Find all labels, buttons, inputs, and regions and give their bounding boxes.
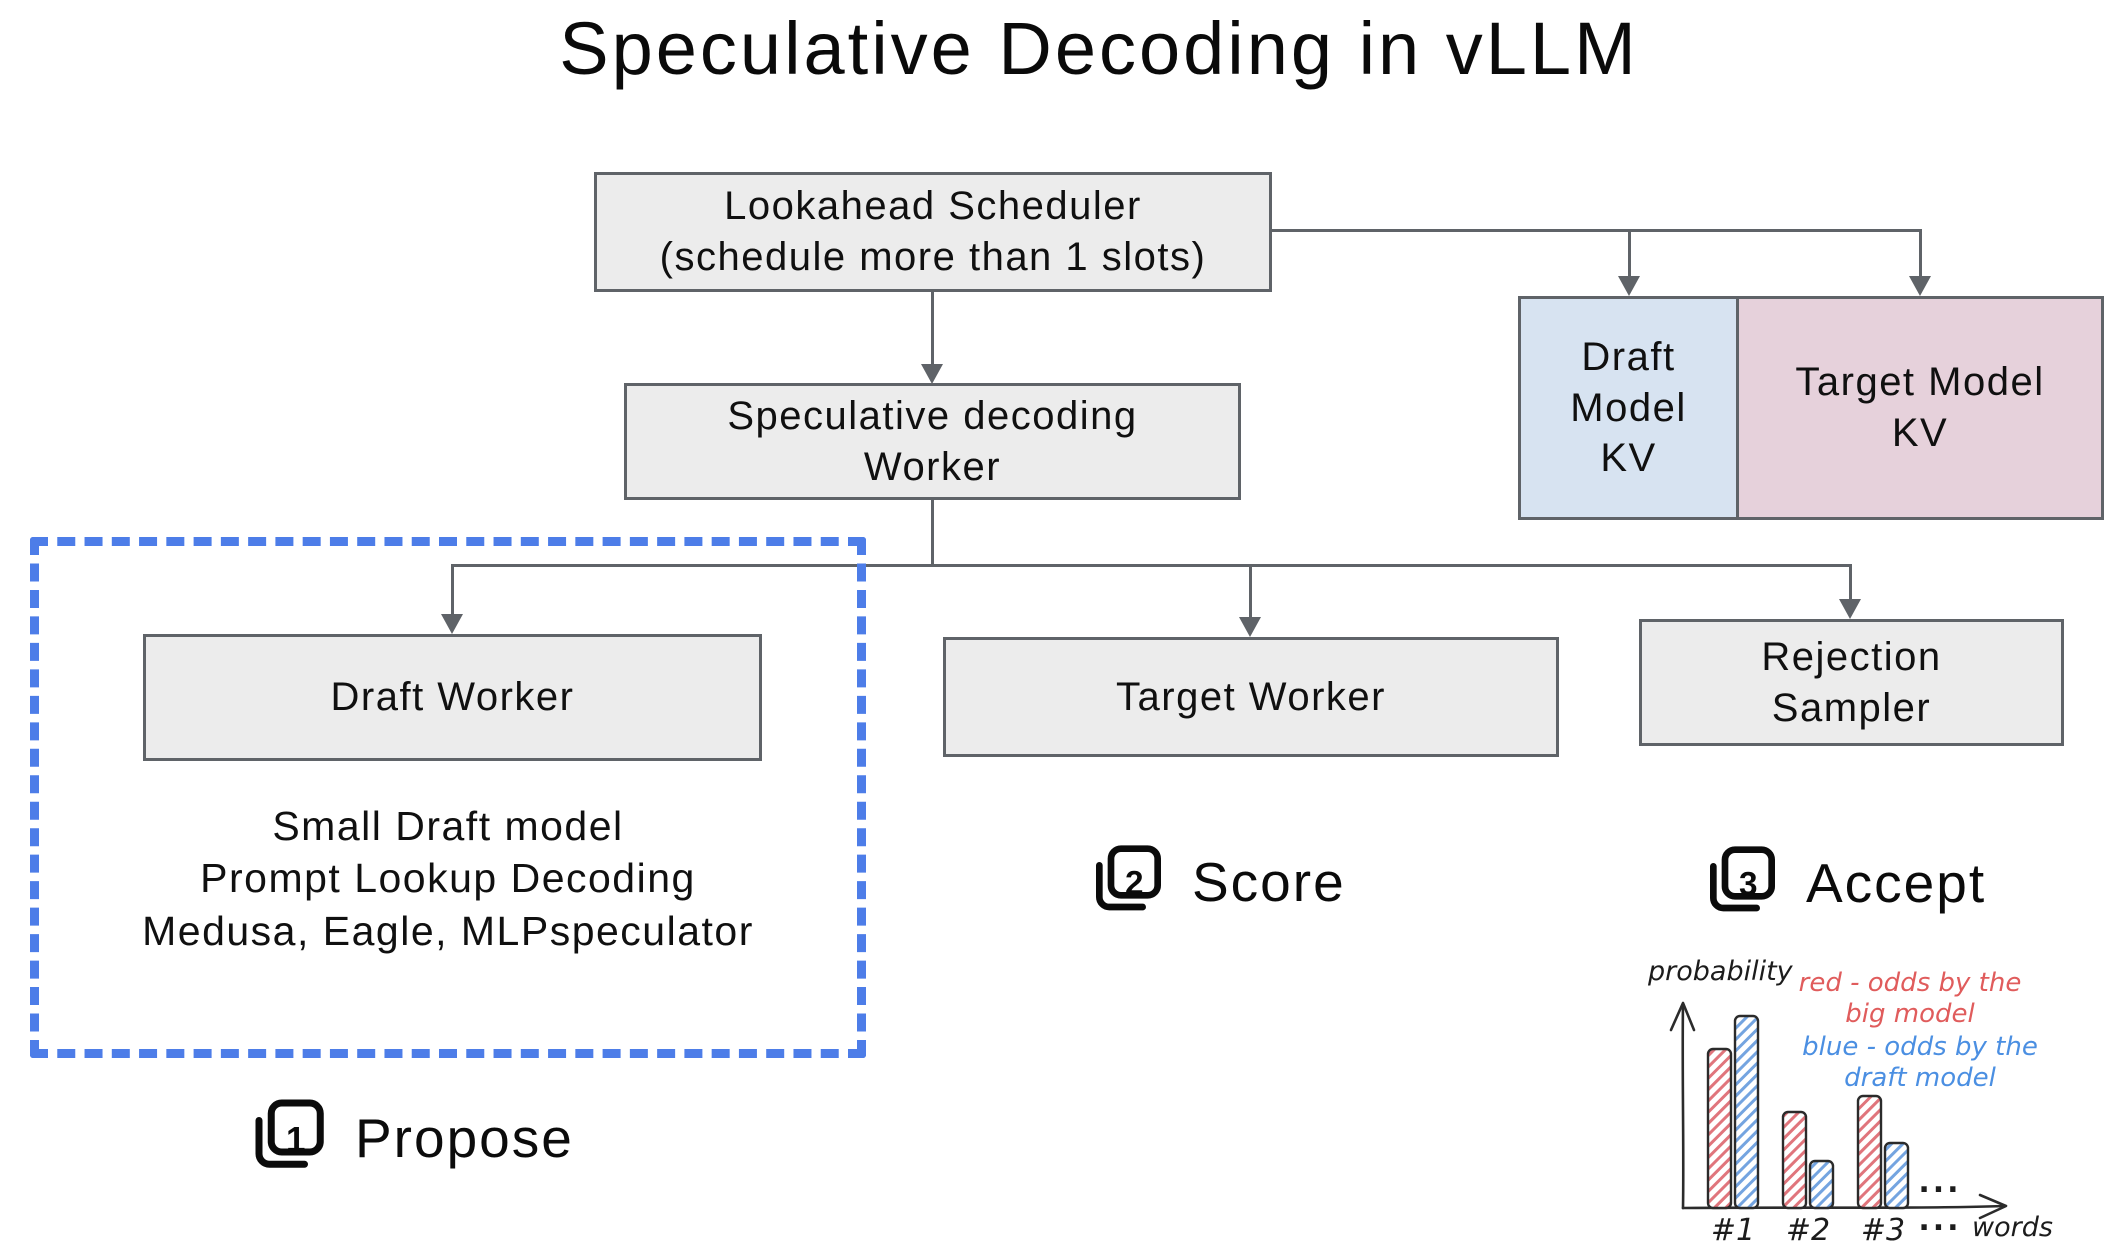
connector-line	[931, 290, 934, 366]
connector-line	[931, 498, 934, 566]
connector-line	[1270, 229, 1921, 232]
probability-chart: probability red - odds by the big model …	[1630, 950, 2108, 1247]
chart-y-axis-label: probability	[1648, 956, 1793, 987]
chart-plot-area: ... ... #1 #2 #3	[1669, 1001, 2008, 1247]
node-label: Draft Worker	[330, 675, 575, 720]
propose-dashed-region	[30, 537, 866, 1058]
arrowhead-down-icon	[1909, 276, 1931, 296]
chart-bar	[1733, 1014, 1760, 1210]
node-label: Target Model KV	[1795, 360, 2045, 455]
node-label: Target Worker	[1116, 674, 1386, 719]
connector-line	[1249, 564, 1252, 619]
chart-category-label: #2	[1786, 1213, 1830, 1247]
chart-bars: #1 #2 #3	[1706, 1014, 1910, 1247]
step-propose: 1 Propose	[245, 1096, 574, 1180]
chart-bar	[1781, 1110, 1808, 1210]
arrowhead-down-icon	[921, 364, 943, 384]
step-accept: 3 Accept	[1700, 843, 1986, 923]
chart-x-axis-label: words	[1972, 1212, 2053, 1243]
connector-line	[1628, 229, 1631, 277]
ellipsis-annotation: ...	[1918, 1165, 1961, 1200]
node-lookahead-scheduler: Lookahead Scheduler (schedule more than …	[594, 172, 1272, 292]
arrowhead-down-icon	[441, 614, 463, 634]
connector-line	[451, 564, 454, 616]
arrowhead-down-icon	[1239, 617, 1261, 637]
step-score: 2 Score	[1086, 842, 1346, 922]
ellipsis-annotation: ...	[1918, 1203, 1961, 1238]
arrowhead-down-icon	[1618, 276, 1640, 296]
node-draft-worker: Draft Worker	[143, 634, 762, 761]
node-target-worker: Target Worker	[943, 637, 1559, 757]
node-label: Lookahead Scheduler (schedule more than …	[659, 184, 1207, 279]
step-number: 1	[286, 1120, 305, 1159]
chart-bar	[1883, 1141, 1910, 1210]
step-label: Accept	[1806, 852, 1987, 914]
y-axis-arrow-icon	[1669, 1001, 1696, 1032]
y-axis-line	[1681, 1002, 1685, 1210]
node-target-model-kv: Target Model KV	[1736, 296, 2104, 520]
chart-bar	[1856, 1094, 1883, 1210]
chart-bar	[1706, 1047, 1733, 1210]
page-title: Speculative Decoding in vLLM	[559, 7, 1639, 90]
stacked-card-1-icon: 1	[255, 1099, 324, 1168]
x-axis-arrow-icon	[1978, 1193, 2008, 1220]
chart-legend-blue: blue - odds by the draft model	[1802, 1032, 2038, 1093]
stacked-card-2-icon: 2	[1096, 845, 1161, 911]
node-rejection-sampler: Rejection Sampler	[1639, 619, 2064, 746]
connector-line	[451, 564, 1852, 567]
step-label: Propose	[355, 1107, 574, 1169]
chart-legend-red: red - odds by the big model	[1798, 968, 2022, 1029]
step-number: 2	[1125, 865, 1144, 902]
step-label: Score	[1192, 851, 1346, 913]
chart-bar	[1808, 1159, 1835, 1210]
node-speculative-decoding-worker: Speculative decoding Worker	[624, 383, 1241, 500]
step-number: 3	[1739, 866, 1758, 903]
connector-line	[1849, 564, 1852, 601]
node-label: Speculative decoding Worker	[727, 393, 1138, 489]
node-draft-model-kv: Draft Model KV	[1518, 296, 1739, 520]
arrowhead-down-icon	[1839, 599, 1861, 619]
chart-category-label: #3	[1861, 1213, 1905, 1247]
stacked-card-3-icon: 3	[1710, 846, 1775, 912]
node-label: Rejection Sampler	[1761, 634, 1942, 730]
draft-methods-text: Small Draft model Prompt Lookup Decoding…	[142, 803, 754, 954]
connector-line	[1919, 229, 1922, 277]
chart-category-label: #1	[1711, 1213, 1755, 1247]
node-label: Draft Model KV	[1570, 334, 1687, 481]
